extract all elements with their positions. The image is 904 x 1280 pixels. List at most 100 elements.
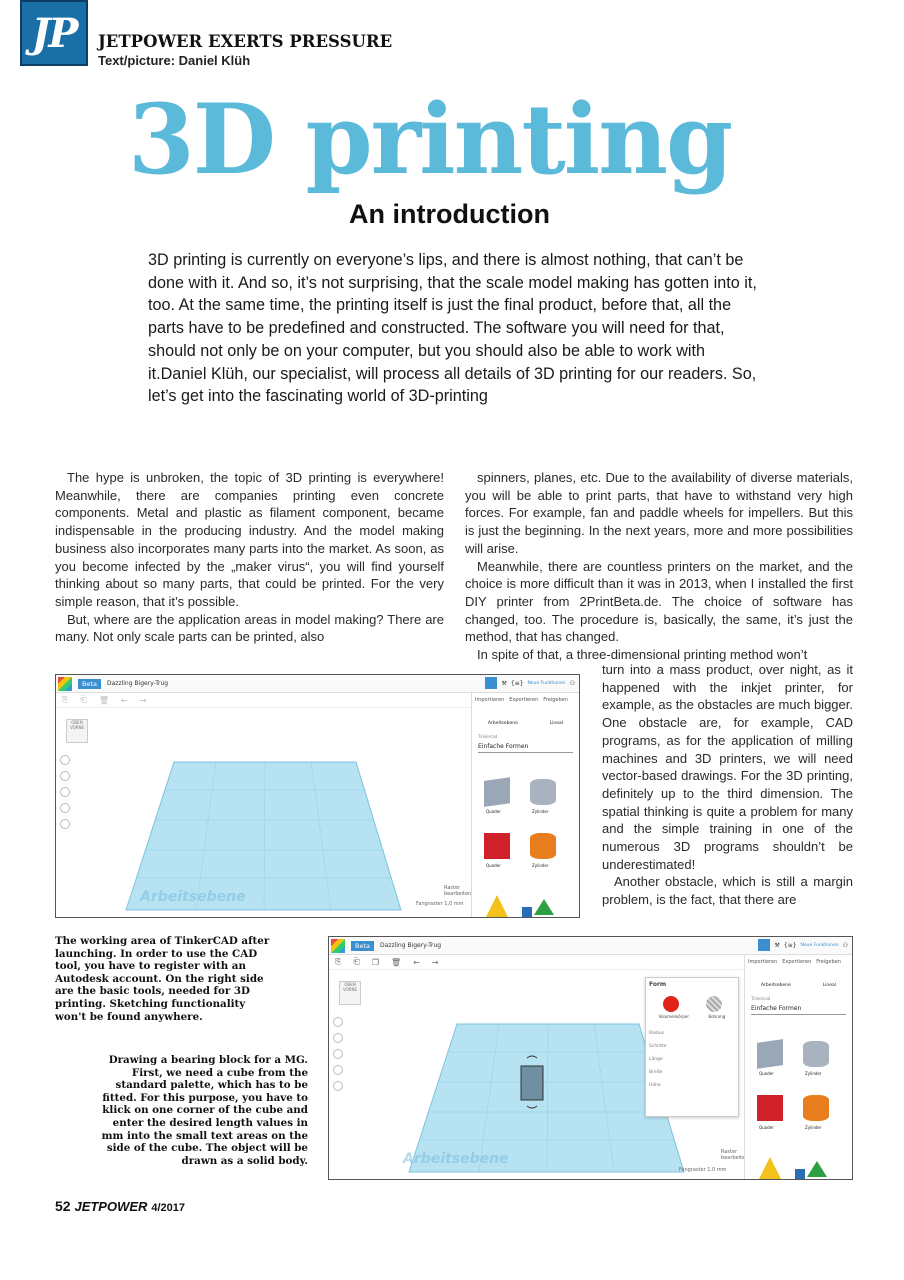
snap-value: 1,0 mm: [444, 901, 464, 907]
grid-view-icon: [758, 939, 771, 951]
workplane-label: Arbeitsebene: [403, 1151, 509, 1167]
snap-label: Fangraster: [416, 901, 443, 907]
edit-grid-button: Raster bearbeiten: [444, 885, 472, 897]
box-shape-red: [484, 833, 510, 859]
new-features-label: Neue Funktionen: [800, 942, 839, 948]
viewcube-top-label: OBEN: [344, 982, 356, 987]
shape-label: Zylinder: [532, 863, 549, 868]
viewcube-front-label: VORNE: [342, 987, 358, 992]
shape-label: Quader: [759, 1125, 774, 1130]
solid-icon: [662, 996, 679, 1012]
snap-grid-control: Fangraster 1,0 mm: [679, 1167, 727, 1173]
cylinder-shape-gray: [803, 1041, 829, 1067]
body-column-1: The hype is unbroken, the topic of 3D pr…: [55, 469, 444, 646]
beta-badge: Beta: [351, 940, 374, 951]
article-subtitle: An introduction: [349, 199, 550, 229]
copy-icon: ⎘: [335, 957, 342, 966]
paste-icon: ⎗: [353, 957, 360, 966]
form-fields: Radius Schritte Länge Breite Höhe: [649, 1027, 735, 1092]
shape-label: Quader: [759, 1071, 774, 1076]
ruler-tool: Lineal: [549, 721, 564, 726]
body-paragraph: Meanwhile, there are countless printers …: [465, 558, 853, 645]
paste-icon: ⎗: [80, 695, 87, 704]
magazine-logo: JP: [20, 0, 88, 66]
duplicate-icon: ❐: [371, 957, 379, 967]
viewcube-front-label: VORNE: [69, 725, 85, 730]
workplane-grid: [125, 761, 402, 911]
share-tab: Freigeben: [543, 697, 568, 703]
form-field: Radius: [649, 1031, 665, 1036]
document-title: Dazzling Bigery-Trug: [380, 942, 442, 949]
copy-icon: ⎘: [62, 695, 69, 704]
shape-label: Quader: [486, 863, 501, 868]
tinkercad-screenshot-2: Beta Dazzling Bigery-Trug ⚒ {≡} Neue Fun…: [328, 936, 853, 1180]
edit-tools: ⎘⎗🗑←→: [56, 693, 579, 708]
palette-label: Tinkercad: [478, 734, 498, 739]
snap-value: 1,0 mm: [707, 1167, 727, 1173]
snap-label: Fangraster: [679, 1167, 706, 1173]
more-shapes: [486, 895, 554, 917]
panel-tools: Arbeitsebene Lineal: [472, 721, 579, 726]
body-paragraph: But, where are the application areas in …: [55, 611, 444, 645]
caption-1: The working area of TinkerCAD after laun…: [55, 935, 270, 1023]
home-icon: [333, 1017, 343, 1027]
workplane-tool: Arbeitsebene: [487, 721, 518, 726]
cylinder-shape-orange: [530, 833, 556, 859]
redo-icon: →: [431, 957, 439, 967]
home-icon: [60, 755, 70, 765]
viewcube-top-label: OBEN: [71, 720, 83, 725]
edit-tools: ⎘⎗❐🗑←→: [329, 955, 852, 970]
footer-brand: JETPOWER: [74, 1199, 148, 1214]
form-field: Schritte: [649, 1044, 667, 1049]
code-icon: {≡}: [783, 941, 797, 949]
tinkercad-logo: [331, 938, 345, 953]
import-tab: Importieren: [748, 959, 778, 965]
fit-icon: [333, 1033, 343, 1043]
page-number: 52: [55, 1198, 71, 1214]
hole-icon: [705, 996, 722, 1012]
body-paragraph: turn into a mass product, over night, as…: [602, 662, 853, 872]
panel-tabs: Importieren Exportieren Freigeben: [472, 693, 579, 707]
undo-icon: ←: [120, 695, 128, 705]
shapes-panel: Importieren Exportieren Freigeben Arbeitse…: [471, 693, 579, 917]
beta-badge: Beta: [78, 678, 101, 689]
shape-label: Zylinder: [532, 809, 549, 814]
app-toolbar: Beta Dazzling Bigery-Trug ⚒ {≡} Neue Fun…: [329, 937, 852, 955]
cylinder-shape-orange: [803, 1095, 829, 1121]
new-features-label: Neue Funktionen: [527, 680, 566, 686]
shape-label: Zylinder: [805, 1125, 822, 1130]
box-shape-gray: [484, 777, 510, 807]
toolbar-right: ⚒ {≡} Neue Funktionen ⚇: [758, 939, 848, 951]
page-footer: 52 JETPOWER 4/2017: [55, 1198, 185, 1214]
toolbar-right: ⚒ {≡} Neue Funktionen ⚇: [485, 677, 575, 689]
workplane-grid: [408, 1023, 685, 1173]
code-icon: {≡}: [510, 679, 524, 687]
hole-label: Bohrung: [708, 1014, 726, 1019]
hammer-icon: ⚒: [774, 941, 780, 949]
fit-icon: [60, 771, 70, 781]
body-column-3: turn into a mass product, over night, as…: [602, 661, 853, 909]
workplane-label: Arbeitsebene: [140, 889, 246, 905]
import-tab: Importieren: [475, 697, 505, 703]
app-toolbar: Beta Dazzling Bigery-Trug ⚒ {≡} Neue Fun…: [56, 675, 579, 693]
more-shapes: [759, 1157, 827, 1179]
intro-paragraph: 3D printing is currently on everyone’s l…: [148, 251, 757, 406]
redo-icon: →: [139, 695, 147, 705]
hammer-icon: ⚒: [501, 679, 507, 687]
shape-label: Zylinder: [805, 1071, 822, 1076]
palette-dropdown: Einfache Formen: [751, 1005, 846, 1015]
box-shape-gray: [757, 1039, 783, 1069]
form-field: Länge: [649, 1057, 663, 1062]
ruler-tool: Lineal: [822, 983, 837, 988]
zoom-in-icon: [333, 1049, 343, 1059]
box-shape-red: [757, 1095, 783, 1121]
export-tab: Exportieren: [509, 697, 539, 703]
zoom-out-icon: [60, 803, 70, 813]
form-title: Form: [649, 981, 667, 988]
document-title: Dazzling Bigery-Trug: [107, 680, 169, 687]
